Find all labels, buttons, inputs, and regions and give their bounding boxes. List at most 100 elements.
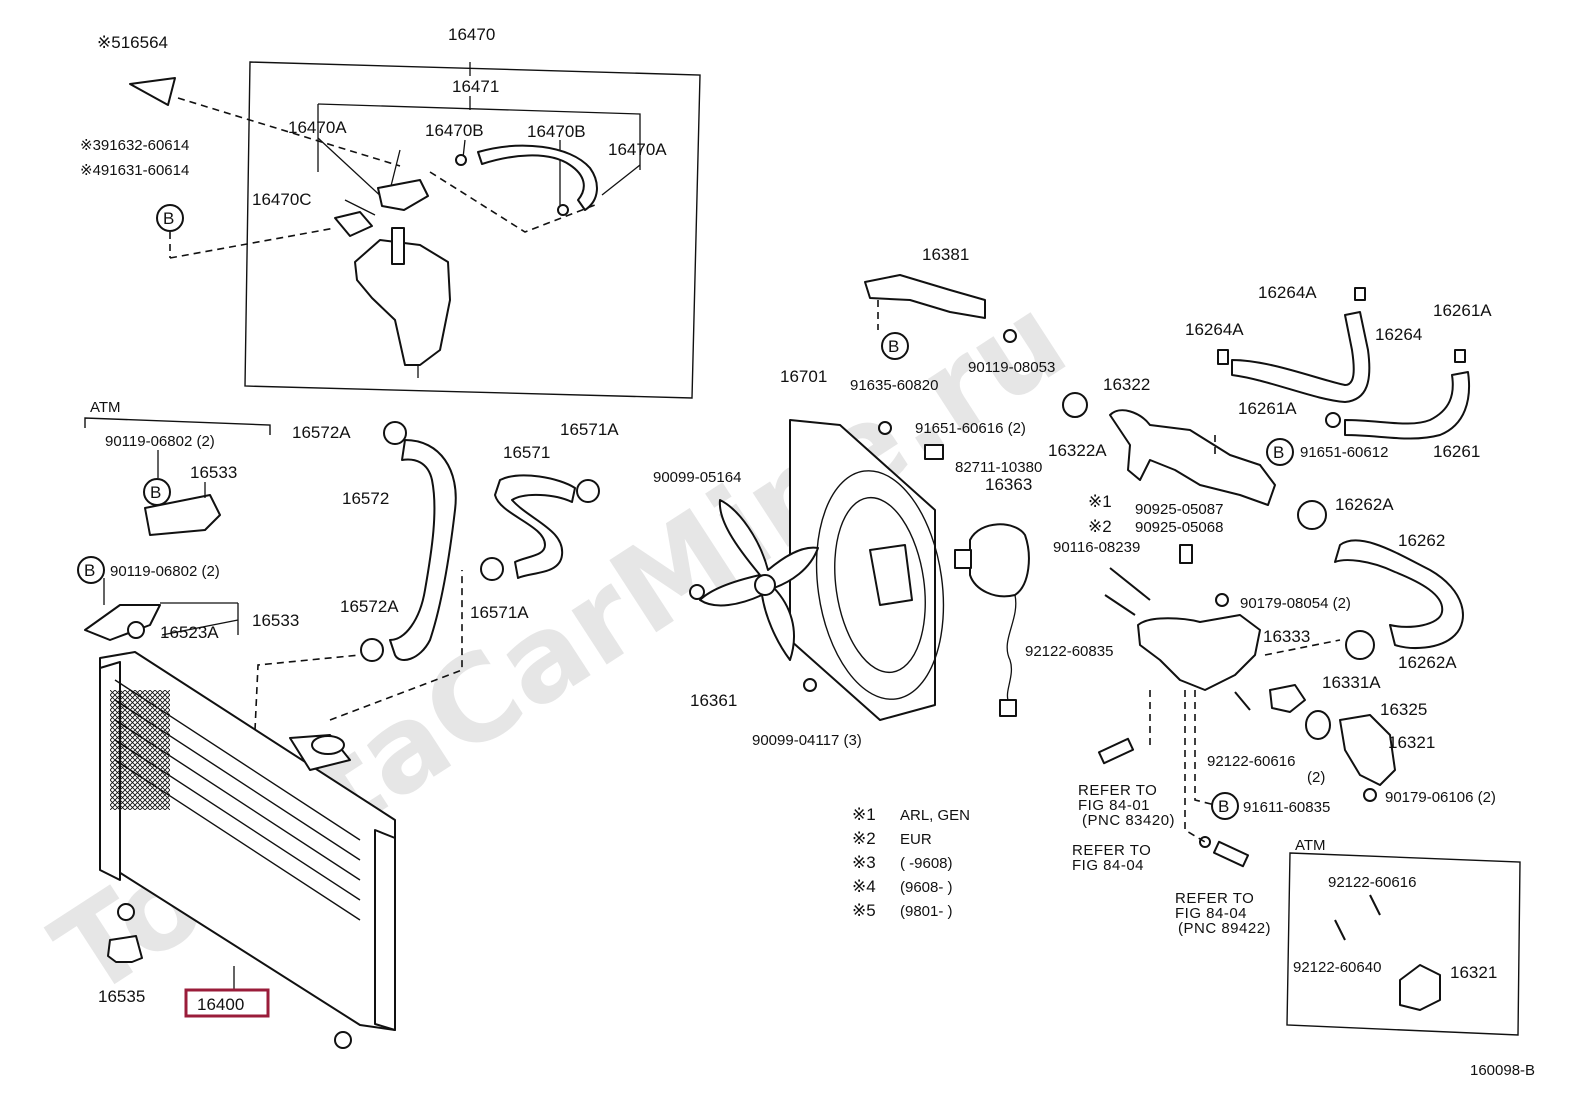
label-16564: ※516564: [97, 33, 168, 52]
label-16264a-top: 16264A: [1258, 283, 1317, 302]
label-16400: 16400: [197, 995, 244, 1014]
bracket-16381: [864, 274, 986, 319]
hose-16261: [1344, 371, 1471, 440]
label-91651-60612: 91651-60612: [1300, 444, 1388, 461]
label-16571: 16571: [503, 443, 550, 462]
label-16470: 16470: [448, 25, 495, 44]
label-16572: 16572: [342, 489, 389, 508]
label-92122-60616-atm: 92122-60616: [1328, 874, 1416, 891]
label-90925-05068: 90925-05068: [1135, 519, 1223, 536]
reservoir-neck: [391, 227, 405, 265]
label-16523a: 16523A: [160, 623, 219, 642]
clamp-16572a-bot: [360, 638, 384, 662]
label-16381: 16381: [922, 245, 969, 264]
label-16572a-top: 16572A: [292, 423, 351, 442]
label-16262: 16262: [1398, 531, 1445, 550]
label-92122-60640: 92122-60640: [1293, 959, 1381, 976]
label-90116: 90116-08239: [1053, 539, 1140, 556]
clamp-16572a-top: [383, 421, 407, 445]
svg-text:B: B: [163, 209, 174, 228]
fan-motor-16363: [969, 523, 1030, 598]
svg-text:B: B: [1218, 797, 1229, 816]
label-90099-05164: 90099-05164: [653, 469, 741, 486]
label-90119-08053: 90119-08053: [968, 359, 1055, 376]
fan-motor-mount: [869, 544, 913, 606]
hose-clip-2: [557, 204, 569, 216]
label-atm-left: ATM: [90, 399, 121, 416]
gasket-16322a: [1062, 392, 1088, 418]
reservoir-tank: [354, 239, 451, 366]
figure-code: 160098-B: [1470, 1062, 1535, 1079]
mark-star-1: ※1: [1088, 492, 1112, 511]
water-outlet-16322: [1109, 409, 1276, 506]
label-16470c: 16470C: [252, 190, 312, 209]
ref-8401-line2: FIG 84-01: [1078, 797, 1150, 814]
label-92122-60616: 92122-60616: [1207, 753, 1295, 770]
water-inlet-16333: [1137, 614, 1261, 691]
label-16261a-top: 16261A: [1433, 301, 1492, 320]
hose-clip-1: [455, 154, 467, 166]
label-16535: 16535: [98, 987, 145, 1006]
label-90179-08054: 90179-08054 (2): [1240, 595, 1351, 612]
label-count-2: (2): [1307, 769, 1325, 786]
label-16325: 16325: [1380, 700, 1427, 719]
label-16262a-bot: 16262A: [1398, 653, 1457, 672]
label-91611: 91611-60835: [1243, 799, 1330, 816]
cap-16564: [129, 77, 176, 106]
label-16321-atm: 16321: [1450, 963, 1497, 982]
hose-16571: [494, 474, 576, 579]
part-labels: ※516564 16470 16471 16470A 16470B 16470B…: [80, 25, 1535, 1079]
label-90119-06802-a: 90119-06802 (2): [105, 433, 215, 450]
label-16264: 16264: [1375, 325, 1422, 344]
ref-8404a-line1: REFER TO: [1072, 842, 1151, 859]
housing-16321-atm: [1399, 964, 1441, 1011]
reservoir-frame: [244, 61, 701, 399]
svg-text:B: B: [888, 337, 899, 356]
notes-legend: ※1 ARL, GEN ※2 EUR ※3 ( -9608) ※4 (9608-…: [852, 805, 970, 920]
label-16261a: 16261A: [1238, 399, 1297, 418]
clamp-16571a-top: [576, 479, 600, 503]
label-91635: 91635-60820: [850, 377, 938, 394]
label-16470b-2: 16470B: [527, 122, 586, 141]
note-text-5: (9801- ): [900, 903, 953, 920]
label-90179-06106: 90179-06106 (2): [1385, 789, 1496, 806]
label-91632: ※391632-60614: [80, 137, 189, 154]
svg-text:B: B: [84, 561, 95, 580]
b-badges: B B B B B B: [77, 204, 1294, 820]
label-16533-b: 16533: [252, 611, 299, 630]
label-16363: 16363: [985, 475, 1032, 494]
label-92122-60835: 92122-60835: [1025, 643, 1113, 660]
clamp-16571a-bot: [480, 557, 504, 581]
reservoir-group: [169, 61, 701, 399]
reservoir-hose: [477, 144, 598, 211]
note-mark-2: ※2: [852, 829, 876, 848]
note-mark-1: ※1: [852, 805, 876, 824]
clamp-16262a-bot: [1345, 630, 1375, 660]
label-90925-05087: 90925-05087: [1135, 501, 1223, 518]
hose-16264: [1231, 311, 1371, 403]
label-90119-06802-b: 90119-06802 (2): [110, 563, 220, 580]
label-16261: 16261: [1433, 442, 1480, 461]
svg-text:B: B: [150, 483, 161, 502]
ref-8404b-line2: FIG 84-04: [1175, 905, 1247, 922]
label-16470b-1: 16470B: [425, 121, 484, 140]
label-91651-60616: 91651-60616 (2): [915, 420, 1026, 437]
note-text-3: ( -9608): [900, 855, 953, 872]
label-16571a-top: 16571A: [560, 420, 619, 439]
label-16471: 16471: [452, 77, 499, 96]
note-mark-4: ※4: [852, 877, 876, 896]
hose-16572: [389, 439, 457, 661]
radiator-group: [99, 570, 463, 1049]
label-16322: 16322: [1103, 375, 1150, 394]
bracket-16533-top: [144, 494, 221, 536]
highlight-16400: [184, 988, 270, 1018]
label-16571a-bot: 16571A: [470, 603, 529, 622]
svg-text:B: B: [1273, 443, 1284, 462]
note-mark-3: ※3: [852, 853, 876, 872]
label-16470a-left: 16470A: [288, 118, 347, 137]
label-16572a-bot: 16572A: [340, 597, 399, 616]
label-16470a-right: 16470A: [608, 140, 667, 159]
atm-inset-frame: [1286, 852, 1521, 1036]
bracket-16533-bot: [84, 604, 161, 641]
